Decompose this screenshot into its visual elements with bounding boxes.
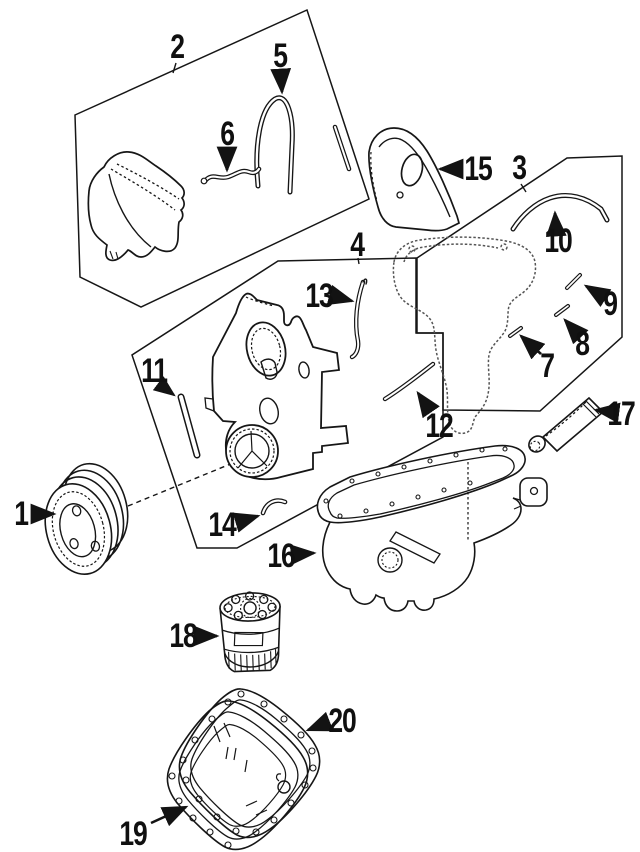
part-small-rod[interactable] — [332, 124, 352, 172]
part-sealant-tube[interactable] — [526, 396, 605, 455]
arrow-7 — [519, 334, 546, 360]
callout-9[interactable]: 9 — [603, 284, 618, 324]
part-pin-9[interactable] — [565, 273, 582, 290]
lower-pan-floor-marks — [213, 722, 291, 816]
callout-20[interactable]: 20 — [328, 701, 356, 741]
arrow-13 — [326, 284, 355, 306]
callout-19[interactable]: 19 — [119, 814, 147, 852]
callout-2[interactable]: 2 — [170, 27, 185, 67]
panel-2-outline — [74, 8, 370, 308]
part-arch-seal[interactable] — [254, 95, 295, 195]
part-wavy-clip[interactable] — [200, 166, 262, 185]
callout-11[interactable]: 11 — [141, 351, 168, 391]
part-small-front-cover[interactable] — [368, 127, 461, 232]
part-oil-filter[interactable] — [219, 591, 283, 673]
callout-12[interactable]: 12 — [425, 406, 453, 446]
panel-4-outline — [131, 257, 444, 549]
arrow-10 — [545, 210, 567, 237]
callout-15[interactable]: 15 — [464, 149, 492, 189]
callout-6[interactable]: 6 — [220, 114, 235, 154]
part-upper-belt-cover[interactable] — [87, 151, 185, 262]
callout-13[interactable]: 13 — [305, 276, 333, 316]
part-rear-cover-ghost[interactable] — [392, 236, 537, 435]
arrow-20 — [305, 711, 334, 732]
arrow-8 — [563, 318, 589, 345]
lower-pan-floor — [189, 723, 287, 827]
part-pin-8[interactable] — [554, 304, 570, 317]
part-pin-7[interactable] — [508, 326, 523, 338]
arrow-9 — [583, 284, 612, 308]
part-front-cover[interactable] — [204, 292, 349, 481]
arrow-17 — [593, 402, 621, 424]
part-rod-13[interactable] — [349, 278, 368, 360]
arrow-12 — [416, 390, 440, 419]
part-rod-11[interactable] — [177, 393, 201, 459]
part-crank-pulley[interactable] — [32, 456, 142, 581]
callout-10[interactable]: 10 — [544, 221, 572, 261]
callout-5[interactable]: 5 — [273, 36, 288, 76]
part-lower-pan-and-gasket — [166, 688, 321, 851]
part-lower-pan-gasket[interactable] — [178, 688, 321, 839]
panel-outlines — [74, 8, 623, 549]
arrow-11 — [152, 376, 176, 397]
part-lower-oil-pan[interactable] — [166, 700, 309, 851]
arrow-19 — [150, 805, 189, 827]
callout-3[interactable]: 3 — [512, 148, 527, 188]
callout-arrows — [30, 68, 621, 827]
callout-18[interactable]: 18 — [169, 616, 197, 656]
arrow-14 — [232, 512, 261, 533]
callout-14[interactable]: 14 — [208, 505, 236, 545]
arrow-16 — [289, 544, 317, 566]
callout-4[interactable]: 4 — [350, 225, 365, 265]
part-rod-12[interactable] — [382, 361, 436, 402]
callout-1[interactable]: 1 — [14, 494, 29, 534]
panel-3-outline — [416, 155, 623, 412]
callout-16[interactable]: 16 — [267, 536, 295, 576]
part-hose-10[interactable] — [510, 193, 610, 232]
arrow-5 — [270, 68, 292, 95]
callout-7[interactable]: 7 — [540, 346, 555, 386]
callout-8[interactable]: 8 — [575, 324, 590, 364]
part-seal-14[interactable] — [260, 498, 288, 516]
part-oil-pan[interactable] — [316, 444, 548, 612]
callout-17[interactable]: 17 — [607, 394, 635, 434]
